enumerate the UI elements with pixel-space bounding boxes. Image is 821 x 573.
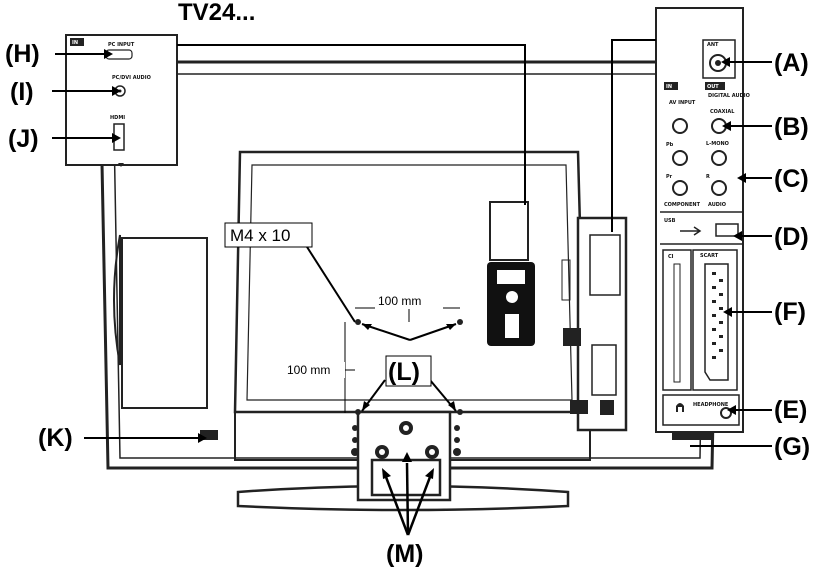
right-out-tag: OUT: [707, 84, 719, 90]
dimension-vertical: 100 mm: [287, 363, 330, 377]
pc-input-label: PC INPUT: [108, 42, 135, 48]
callout-J: (J): [8, 125, 39, 153]
callout-G: (G): [774, 433, 810, 461]
stand-screws: [375, 421, 439, 459]
callout-L: (L): [388, 358, 420, 386]
callout-C: (C): [774, 165, 809, 193]
callout-I: (I): [10, 78, 34, 106]
coaxial-label: COAXIAL: [710, 109, 735, 115]
av-input-label: AV INPUT: [669, 100, 696, 106]
callout-H: (H): [5, 40, 40, 68]
mount-lines: [299, 235, 460, 413]
screw-label: M4 x 10: [230, 226, 290, 245]
tv-side-bulge: [113, 234, 121, 366]
tv-body: [98, 60, 722, 470]
right-in-tag: IN: [666, 84, 672, 90]
digital-audio-label: DIGITAL AUDIO: [708, 93, 750, 99]
pr-label: Pr: [666, 174, 673, 180]
kensington-slot: [200, 430, 218, 440]
callout-D: (D): [774, 223, 809, 251]
right-inset-panel: ANT IN OUT AV INPUT DIGITAL AUDIO COAXIA…: [655, 7, 750, 433]
ant-label: ANT: [707, 42, 719, 48]
usb-label: USB: [664, 218, 676, 224]
component-label: COMPONENT: [664, 202, 701, 208]
callout-leaders: [52, 53, 772, 447]
r-label: R: [706, 174, 710, 180]
ci-label: CI: [668, 254, 674, 260]
l-mono-label: L-MONO: [706, 141, 729, 147]
side-port-bay: [576, 216, 628, 432]
mount-holes: [355, 319, 463, 415]
left-in-tag: IN: [72, 40, 78, 46]
right-inset-leaders: [611, 39, 656, 232]
callout-F: (F): [774, 298, 806, 326]
left-inset-leaders: [177, 44, 526, 205]
callout-A: (A): [774, 49, 809, 77]
callout-E: (E): [774, 396, 807, 424]
pb-label: Pb: [666, 142, 674, 148]
dimension-horizontal: 100 mm: [378, 294, 421, 308]
callout-B: (B): [774, 113, 809, 141]
audio-label: AUDIO: [708, 202, 726, 208]
center-port-panel: [489, 201, 529, 261]
pc-audio-label: PC/DVI AUDIO: [112, 75, 151, 81]
screw-label-box: M4 x 10: [224, 222, 313, 248]
model-title: TV24...: [178, 0, 255, 26]
stand-screw-arrows: [384, 462, 432, 536]
headphone-label: HEADPHONE: [693, 402, 729, 408]
scart-label: SCART: [700, 253, 719, 259]
hdmi-label: HDMI: [110, 115, 125, 121]
tv-left-panel-recess: [121, 237, 208, 409]
callout-M: (M): [386, 540, 423, 568]
callout-K: (K): [38, 424, 73, 452]
